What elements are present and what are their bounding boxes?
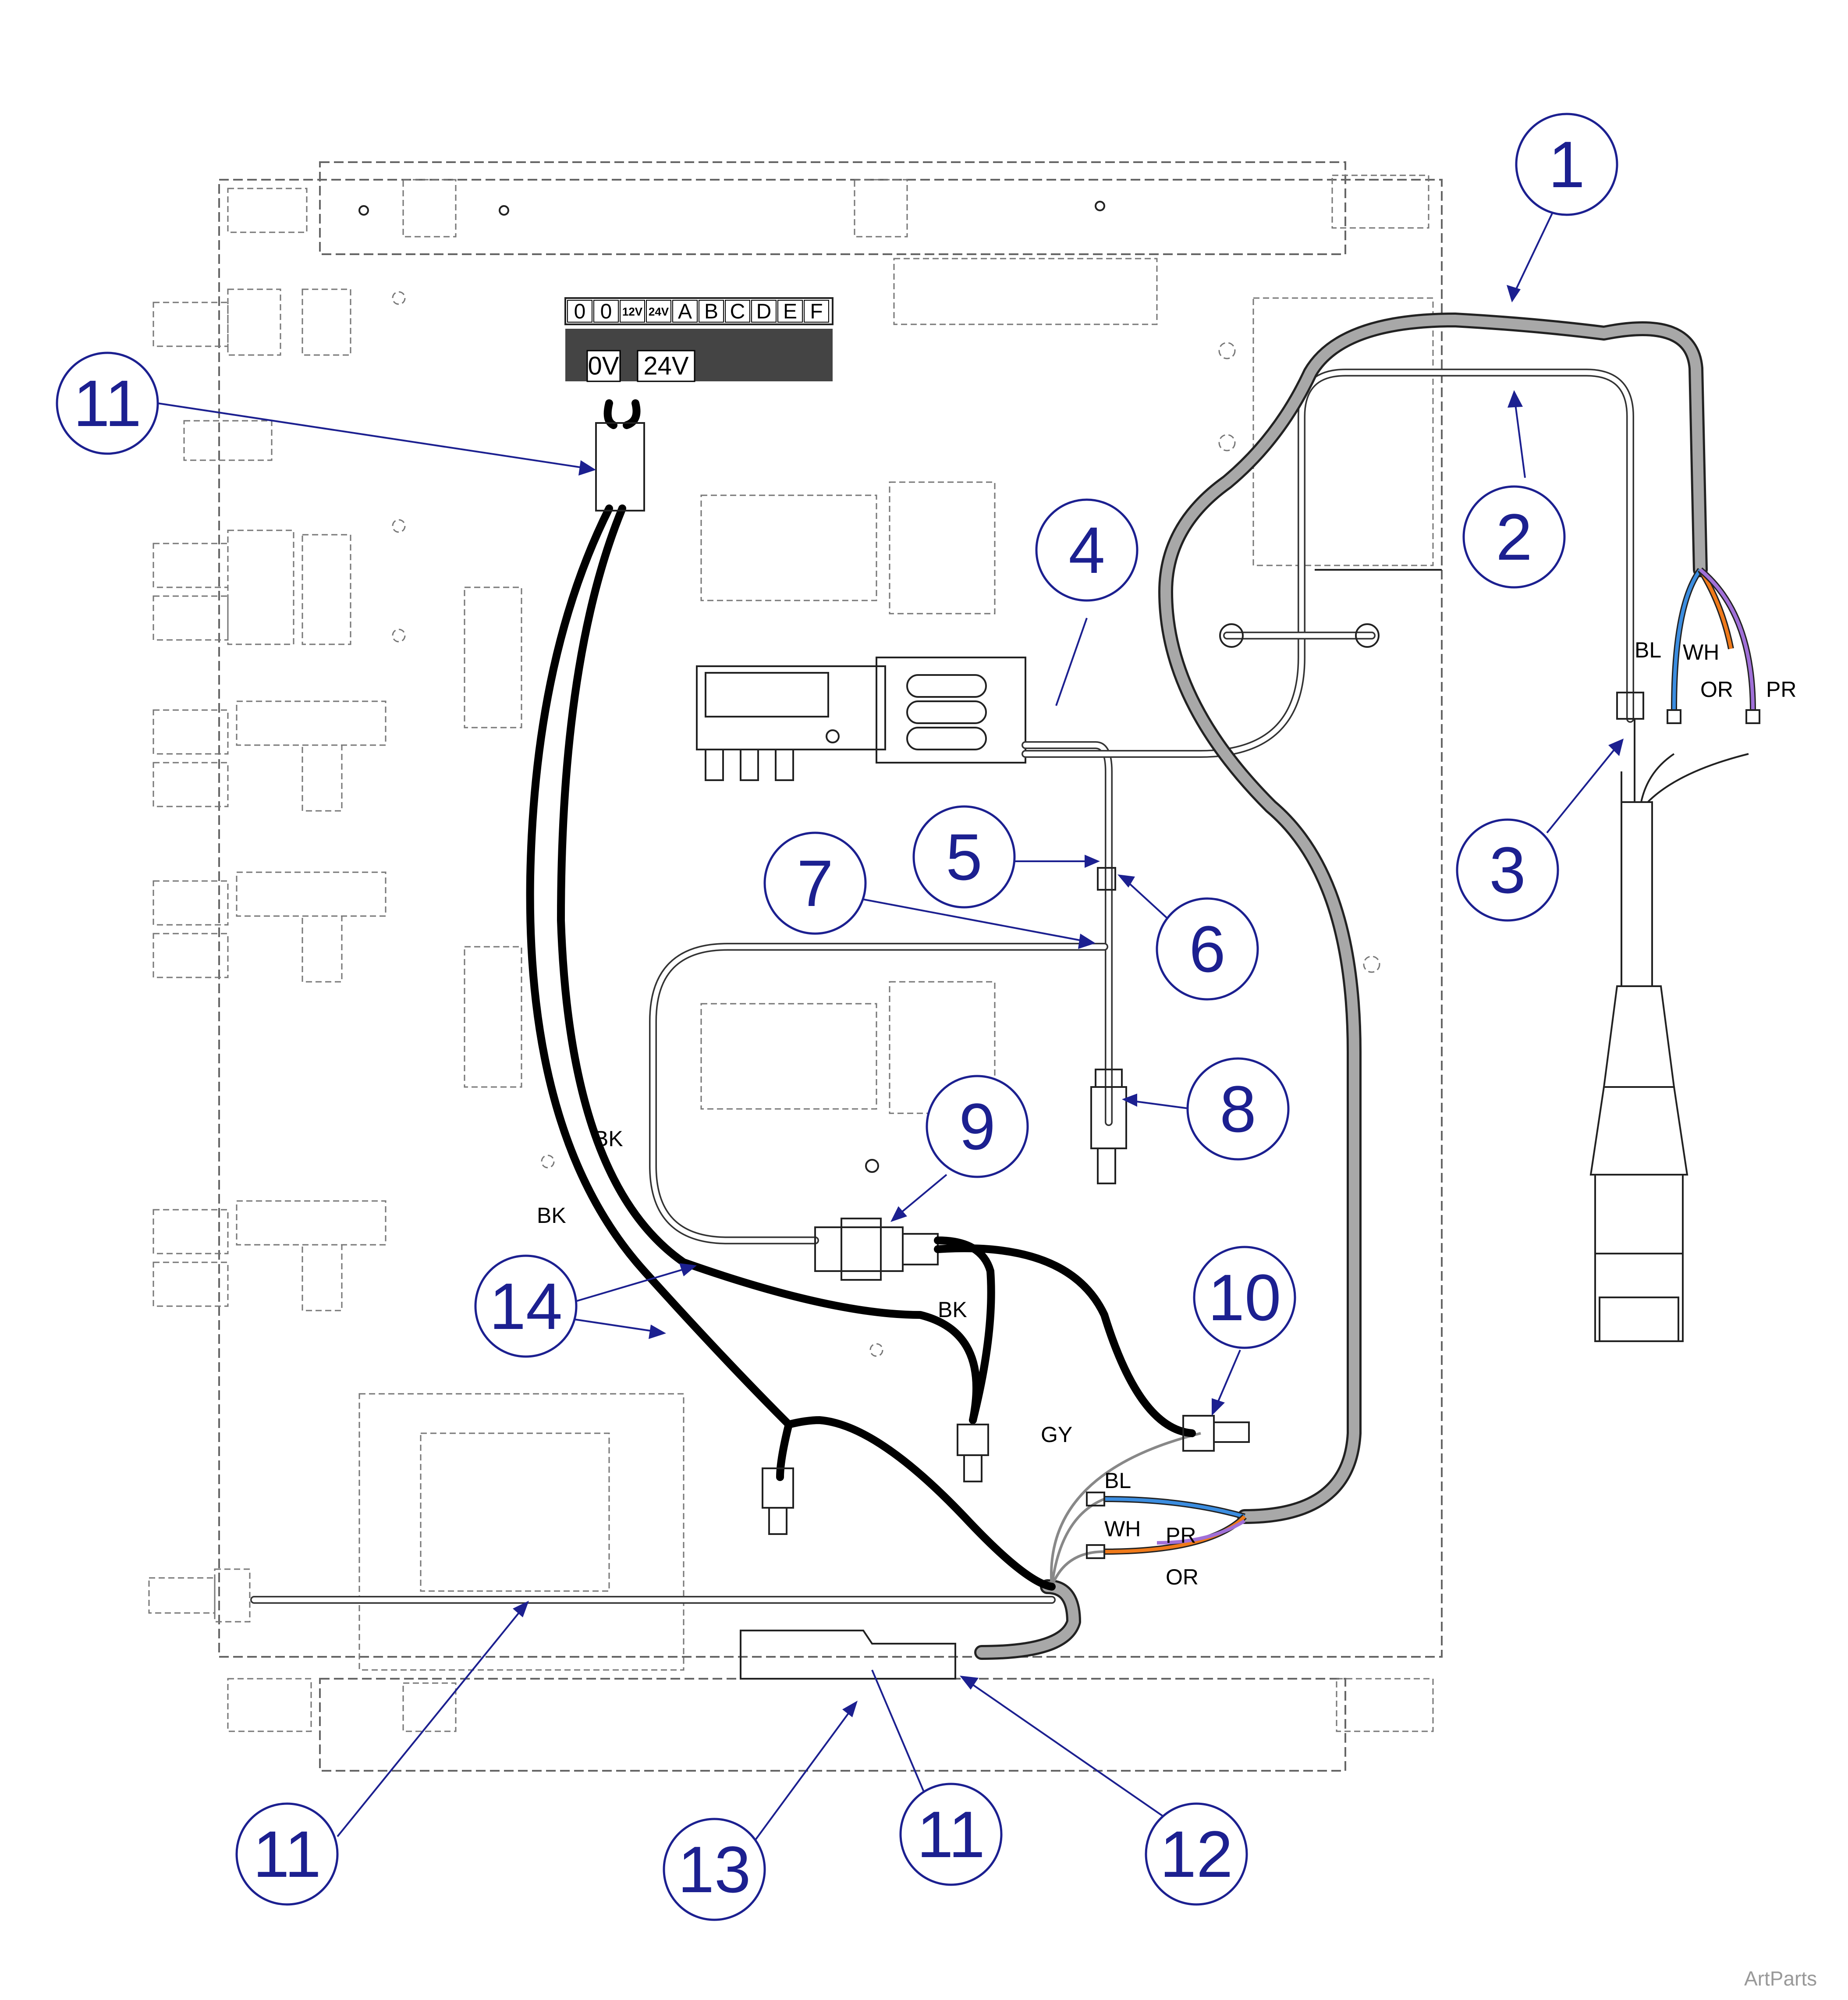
callout-11-left: 11 xyxy=(235,1802,339,1906)
fitting-3 xyxy=(1616,692,1644,720)
svg-text:3: 3 xyxy=(1489,833,1525,907)
label-pr-top: PR xyxy=(1766,677,1796,702)
terminal-label: E xyxy=(783,300,797,323)
svg-text:8: 8 xyxy=(1220,1072,1256,1146)
callout-2: 2 xyxy=(1462,485,1566,589)
svg-text:5: 5 xyxy=(946,820,982,894)
label-wh-top: WH xyxy=(1683,640,1719,664)
terminal-label: 24V xyxy=(649,305,669,318)
terminal-cell xyxy=(646,300,671,323)
callout-9: 9 xyxy=(926,1075,1029,1178)
board-outline xyxy=(218,161,1443,1772)
callout-6: 6 xyxy=(1156,897,1259,1001)
callout-3: 3 xyxy=(1456,818,1559,922)
terminal-label: 12V xyxy=(622,305,643,318)
pressure-switch-9 xyxy=(814,1226,904,1272)
terminal-tag-0v: 0V xyxy=(588,352,619,380)
label-bk-2: BK xyxy=(537,1203,566,1228)
bottom-wire-breakout xyxy=(1050,1432,1247,1588)
callout-8: 8 xyxy=(1186,1057,1290,1161)
callouts: 1 2 3 4 5 6 7 8 9 10 11 11 11 12 13 14 xyxy=(56,113,1618,1921)
handpiece-hose xyxy=(1589,719,1749,1342)
connector-housing-12 xyxy=(740,1630,956,1680)
terminal-cell xyxy=(567,300,592,323)
terminal-cell xyxy=(672,300,698,323)
callout-11-top: 11 xyxy=(56,352,159,455)
callout-7: 7 xyxy=(763,831,867,935)
svg-text:4: 4 xyxy=(1068,513,1105,587)
label-bl-top: BL xyxy=(1635,638,1661,662)
terminal-cell xyxy=(804,300,829,323)
left-fittings xyxy=(148,288,387,1623)
terminal-label: F xyxy=(810,300,823,323)
ferrite-11 xyxy=(595,422,645,512)
terminal-tag-24v: 24V xyxy=(643,352,689,380)
svg-text:13: 13 xyxy=(678,1833,751,1906)
callout-5: 5 xyxy=(912,805,1016,909)
leader-lines xyxy=(157,206,1624,1855)
svg-text:9: 9 xyxy=(959,1090,995,1163)
label-or-bottom: OR xyxy=(1166,1565,1199,1589)
svg-text:2: 2 xyxy=(1496,500,1532,574)
svg-text:11: 11 xyxy=(917,1798,985,1871)
svg-text:14: 14 xyxy=(489,1269,563,1343)
terminal-cell xyxy=(620,300,645,323)
wire-labels: BL WH OR PR BK BK BK GY BL WH PR OR xyxy=(537,638,1796,1589)
terminal-label: D xyxy=(756,300,772,323)
callout-10: 10 xyxy=(1193,1246,1296,1349)
callout-4: 4 xyxy=(1035,498,1139,602)
terminal-label: 0 xyxy=(600,300,612,323)
top-wire-breakout xyxy=(1667,567,1760,724)
terminal-cell xyxy=(699,300,724,323)
svg-text:6: 6 xyxy=(1189,912,1225,986)
black-wires xyxy=(526,399,1250,1591)
terminal-cell xyxy=(725,300,750,323)
svg-text:11: 11 xyxy=(73,366,142,440)
fitting-5 xyxy=(1097,867,1116,891)
terminal-label: C xyxy=(730,300,745,323)
svg-text:11: 11 xyxy=(253,1817,321,1891)
tubing xyxy=(250,369,1634,1604)
label-bl-bottom: BL xyxy=(1104,1468,1131,1493)
watermark: ArtParts xyxy=(1744,1967,1817,1990)
callout-11-center: 11 xyxy=(899,1783,1003,1886)
label-bk-3: BK xyxy=(938,1297,967,1322)
valve-blocks xyxy=(700,481,996,1114)
callout-13: 13 xyxy=(663,1818,766,1921)
label-or-top: OR xyxy=(1700,677,1733,702)
terminal-label: A xyxy=(678,300,692,323)
terminal-label: B xyxy=(704,300,718,323)
label-wh-bottom: WH xyxy=(1104,1517,1141,1541)
label-pr-bottom: PR xyxy=(1166,1523,1196,1548)
gray-cable xyxy=(974,313,1708,1660)
solenoid-valve xyxy=(696,657,1026,781)
svg-text:1: 1 xyxy=(1548,128,1585,201)
callout-12: 12 xyxy=(1145,1802,1248,1906)
label-bk-1: BK xyxy=(594,1126,623,1151)
callout-14: 14 xyxy=(474,1254,578,1358)
svg-text:10: 10 xyxy=(1208,1261,1281,1334)
svg-text:12: 12 xyxy=(1160,1817,1233,1891)
terminal-cell xyxy=(777,300,803,323)
label-gy: GY xyxy=(1041,1422,1072,1447)
callout-1: 1 xyxy=(1515,113,1618,216)
terminal-cell xyxy=(751,300,777,323)
terminal-cell xyxy=(593,300,619,323)
svg-text:7: 7 xyxy=(797,846,833,920)
terminal-label: 0 xyxy=(574,300,586,323)
